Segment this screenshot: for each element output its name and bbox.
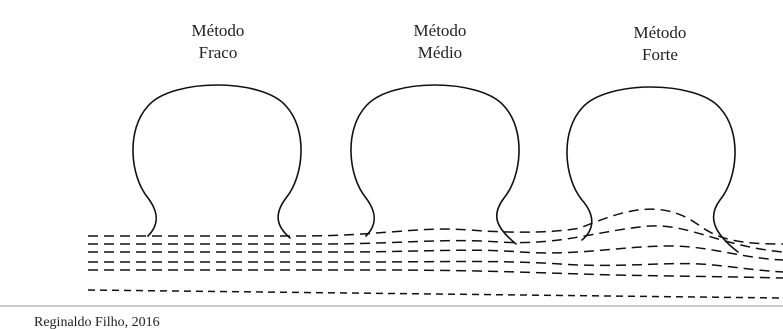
layer-line-6 xyxy=(88,290,783,298)
method-label-strong: Método Forte xyxy=(634,23,687,64)
bubble-medium xyxy=(351,85,519,244)
method-label-weak-line1: Método xyxy=(192,21,245,40)
method-label-weak-line2: Fraco xyxy=(199,43,238,62)
method-label-strong-line2: Forte xyxy=(642,45,678,64)
method-label-medium-line1: Método xyxy=(414,21,467,40)
bubble-weak xyxy=(133,85,301,238)
method-label-medium: Método Médio xyxy=(414,21,467,62)
layer-line-1 xyxy=(88,209,783,244)
layer-line-2 xyxy=(88,226,783,252)
method-label-medium-line2: Médio xyxy=(418,43,462,62)
method-label-strong-line1: Método xyxy=(634,23,687,42)
layer-line-3 xyxy=(88,246,783,260)
layer-line-5 xyxy=(88,270,783,278)
source-caption: Reginaldo Filho, 2016 xyxy=(34,315,160,329)
method-label-weak: Método Fraco xyxy=(192,21,245,62)
bubble-strong xyxy=(567,87,738,252)
